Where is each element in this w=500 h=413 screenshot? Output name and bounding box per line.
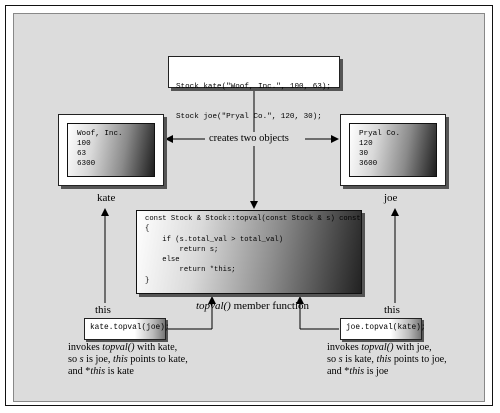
constructor-code-box: Stock kate("Woof, Inc.", 100, 63); Stock…: [168, 56, 340, 121]
kate-this-label: this: [95, 304, 111, 316]
code-line-1: const Stock & Stock::topval(const Stock …: [145, 215, 361, 223]
creates-objects-label: creates two objects: [209, 133, 289, 144]
code-line-3: if (s.total_val > total_val): [145, 235, 284, 244]
joe-name-label: joe: [384, 192, 398, 204]
joe-object: Pryal Co. 120 30 3600: [340, 114, 446, 186]
kate-share-val: 63: [77, 150, 87, 158]
kate-note-line-1: invokes topval() with kate,: [68, 342, 178, 353]
joe-note-line-2: so s is kate, this points to joe,: [327, 354, 447, 365]
joe-explanation: invokes topval() with joe, so s is kate,…: [327, 342, 447, 378]
kate-name-label: kate: [97, 192, 116, 204]
constructor-line-1: Stock kate("Woof, Inc.", 100, 63);: [176, 83, 331, 91]
joe-total-val: 3600: [359, 160, 378, 168]
member-function-label-italic: topval(): [196, 300, 231, 312]
kate-call-box: kate.topval(joe);: [84, 318, 170, 340]
kate-object-fields: Woof, Inc. 100 63 6300: [67, 123, 155, 177]
joe-call-box: joe.topval(kate);: [340, 318, 426, 340]
joe-company: Pryal Co.: [359, 130, 401, 138]
kate-total-val: 6300: [77, 160, 96, 168]
kate-note-line-3: and *this is kate: [68, 366, 134, 377]
code-line-2: {: [145, 225, 150, 234]
kate-company: Woof, Inc.: [77, 130, 123, 138]
code-line-5: else: [145, 256, 180, 265]
code-line-6: return *this;: [145, 266, 236, 275]
code-line-4: return s;: [145, 245, 219, 254]
member-function-label: topval() member function: [196, 300, 309, 312]
kate-note-line-2: so s is joe, this points to kate,: [68, 354, 188, 365]
kate-object: Woof, Inc. 100 63 6300: [58, 114, 164, 186]
kate-shares: 100: [77, 140, 91, 148]
joe-shares: 120: [359, 140, 373, 148]
joe-share-val: 30: [359, 150, 369, 158]
joe-object-fields: Pryal Co. 120 30 3600: [349, 123, 437, 177]
member-function-code-box: const Stock & Stock::topval(const Stock …: [136, 210, 362, 294]
joe-note-line-1: invokes topval() with joe,: [327, 342, 432, 353]
constructor-line-2: Stock joe("Pryal Co.", 120, 30);: [176, 113, 322, 121]
code-line-7: }: [145, 276, 150, 285]
member-function-label-rest: member function: [230, 300, 310, 312]
kate-explanation: invokes topval() with kate, so s is joe,…: [68, 342, 188, 378]
joe-note-line-3: and *this is joe: [327, 366, 389, 377]
joe-this-label: this: [384, 304, 400, 316]
